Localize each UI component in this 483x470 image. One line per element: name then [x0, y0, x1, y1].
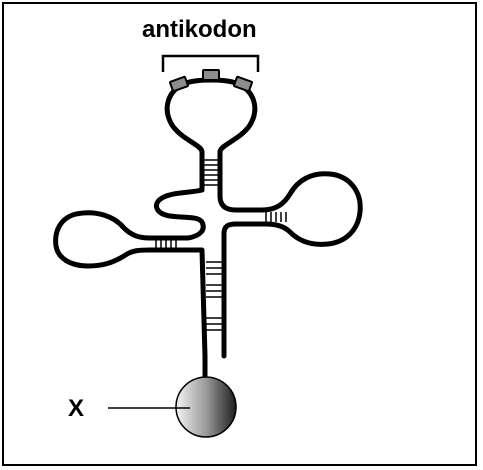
anticodon-base-3	[233, 75, 253, 93]
anticodon-bracket	[161, 54, 260, 72]
right-strand	[217, 171, 363, 359]
left-strand	[53, 173, 208, 359]
anticodon-loop	[164, 77, 258, 176]
attached-molecule-ball	[175, 376, 237, 438]
d-stem-pairs	[155, 240, 177, 248]
anticodon-stem-pairs	[204, 159, 218, 186]
anticodon-base-2	[202, 69, 220, 81]
anticodon-bases	[169, 69, 253, 93]
acceptor-stem-pairs	[206, 261, 222, 331]
anticodon-label: antikodon	[142, 16, 257, 43]
t-stem-pairs	[265, 212, 287, 222]
anticodon-base-1	[169, 75, 189, 93]
x-label: X	[68, 395, 85, 422]
